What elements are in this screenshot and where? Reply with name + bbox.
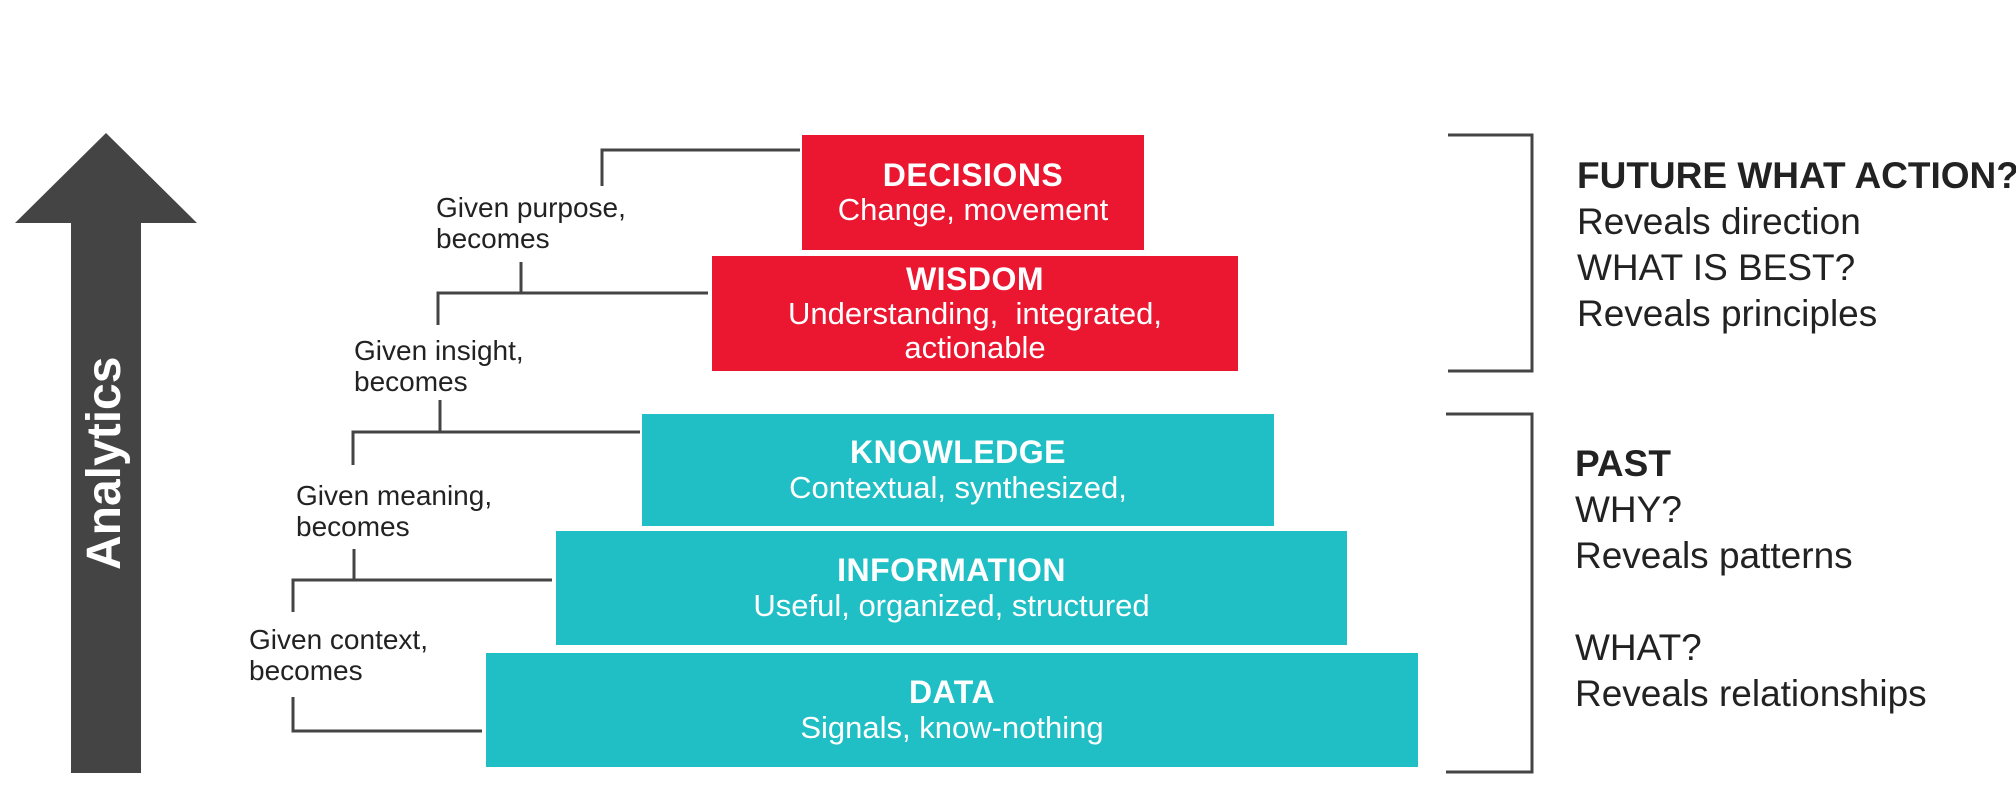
transition-insight: Given insight, becomes bbox=[354, 335, 524, 397]
past-section: PAST WHY? Reveals patterns WHAT? Reveals… bbox=[1575, 441, 1927, 717]
past-line: Reveals relationships bbox=[1575, 673, 1927, 714]
future-bracket bbox=[1448, 133, 1534, 373]
decisions-block: DECISIONS Change, movement bbox=[802, 135, 1144, 250]
transition-meaning: Given meaning, becomes bbox=[296, 480, 492, 542]
past-bracket bbox=[1446, 412, 1534, 774]
data-title: DATA bbox=[908, 674, 996, 711]
future-section: FUTURE WHAT ACTION? Reveals direction WH… bbox=[1577, 153, 2016, 337]
connector-context-data bbox=[291, 697, 482, 733]
knowledge-block: KNOWLEDGE Contextual, synthesized, bbox=[642, 414, 1274, 526]
connector-meaning-information bbox=[352, 549, 552, 582]
knowledge-desc: Contextual, synthesized, bbox=[789, 469, 1127, 505]
analytics-label: Analytics bbox=[78, 356, 131, 570]
past-spacer bbox=[1575, 579, 1927, 625]
connector-purpose-wisdom bbox=[519, 262, 708, 295]
past-line: WHY? bbox=[1575, 489, 1682, 530]
analytics-arrow bbox=[15, 133, 197, 773]
transition-context: Given context, becomes bbox=[249, 624, 428, 686]
wisdom-desc-line2: actionable bbox=[904, 330, 1046, 366]
future-line: Reveals direction bbox=[1577, 201, 1861, 242]
past-line: Reveals patterns bbox=[1575, 535, 1853, 576]
wisdom-block: WISDOM Understanding, integrated, action… bbox=[712, 256, 1238, 371]
transition-purpose: Given purpose, becomes bbox=[436, 192, 626, 254]
connector-wisdom-insight bbox=[436, 291, 521, 325]
knowledge-title: KNOWLEDGE bbox=[849, 434, 1067, 471]
connector-decisions bbox=[600, 148, 800, 186]
information-block: INFORMATION Useful, organized, structure… bbox=[556, 531, 1347, 645]
decisions-desc: Change, movement bbox=[837, 192, 1109, 228]
decisions-title: DECISIONS bbox=[882, 156, 1064, 193]
transition-purpose-line2: becomes bbox=[436, 223, 550, 254]
transition-insight-line1: Given insight, bbox=[354, 335, 524, 366]
past-heading: PAST bbox=[1575, 443, 1671, 484]
data-block: DATA Signals, know-nothing bbox=[486, 653, 1418, 767]
data-desc: Signals, know-nothing bbox=[800, 709, 1104, 745]
information-desc: Useful, organized, structured bbox=[753, 587, 1150, 623]
connector-knowledge-meaning bbox=[351, 430, 440, 465]
connector-insight-knowledge bbox=[438, 400, 640, 434]
connector-information-context bbox=[291, 578, 354, 612]
transition-context-line1: Given context, bbox=[249, 624, 428, 655]
transition-meaning-line2: becomes bbox=[296, 511, 410, 542]
information-title: INFORMATION bbox=[837, 552, 1066, 589]
arrow-up-icon bbox=[15, 133, 197, 773]
transition-meaning-line1: Given meaning, bbox=[296, 480, 493, 511]
wisdom-desc-line1: Understanding, integrated, bbox=[788, 296, 1162, 331]
wisdom-title: WISDOM bbox=[905, 260, 1045, 297]
transition-purpose-line1: Given purpose, bbox=[436, 192, 626, 223]
past-line: WHAT? bbox=[1575, 627, 1702, 668]
transition-insight-line2: becomes bbox=[354, 366, 468, 397]
transition-context-line2: becomes bbox=[249, 655, 363, 686]
future-line: WHAT IS BEST? bbox=[1577, 247, 1856, 288]
future-line: Reveals principles bbox=[1577, 293, 1878, 334]
future-heading: FUTURE WHAT ACTION? bbox=[1577, 155, 2016, 196]
